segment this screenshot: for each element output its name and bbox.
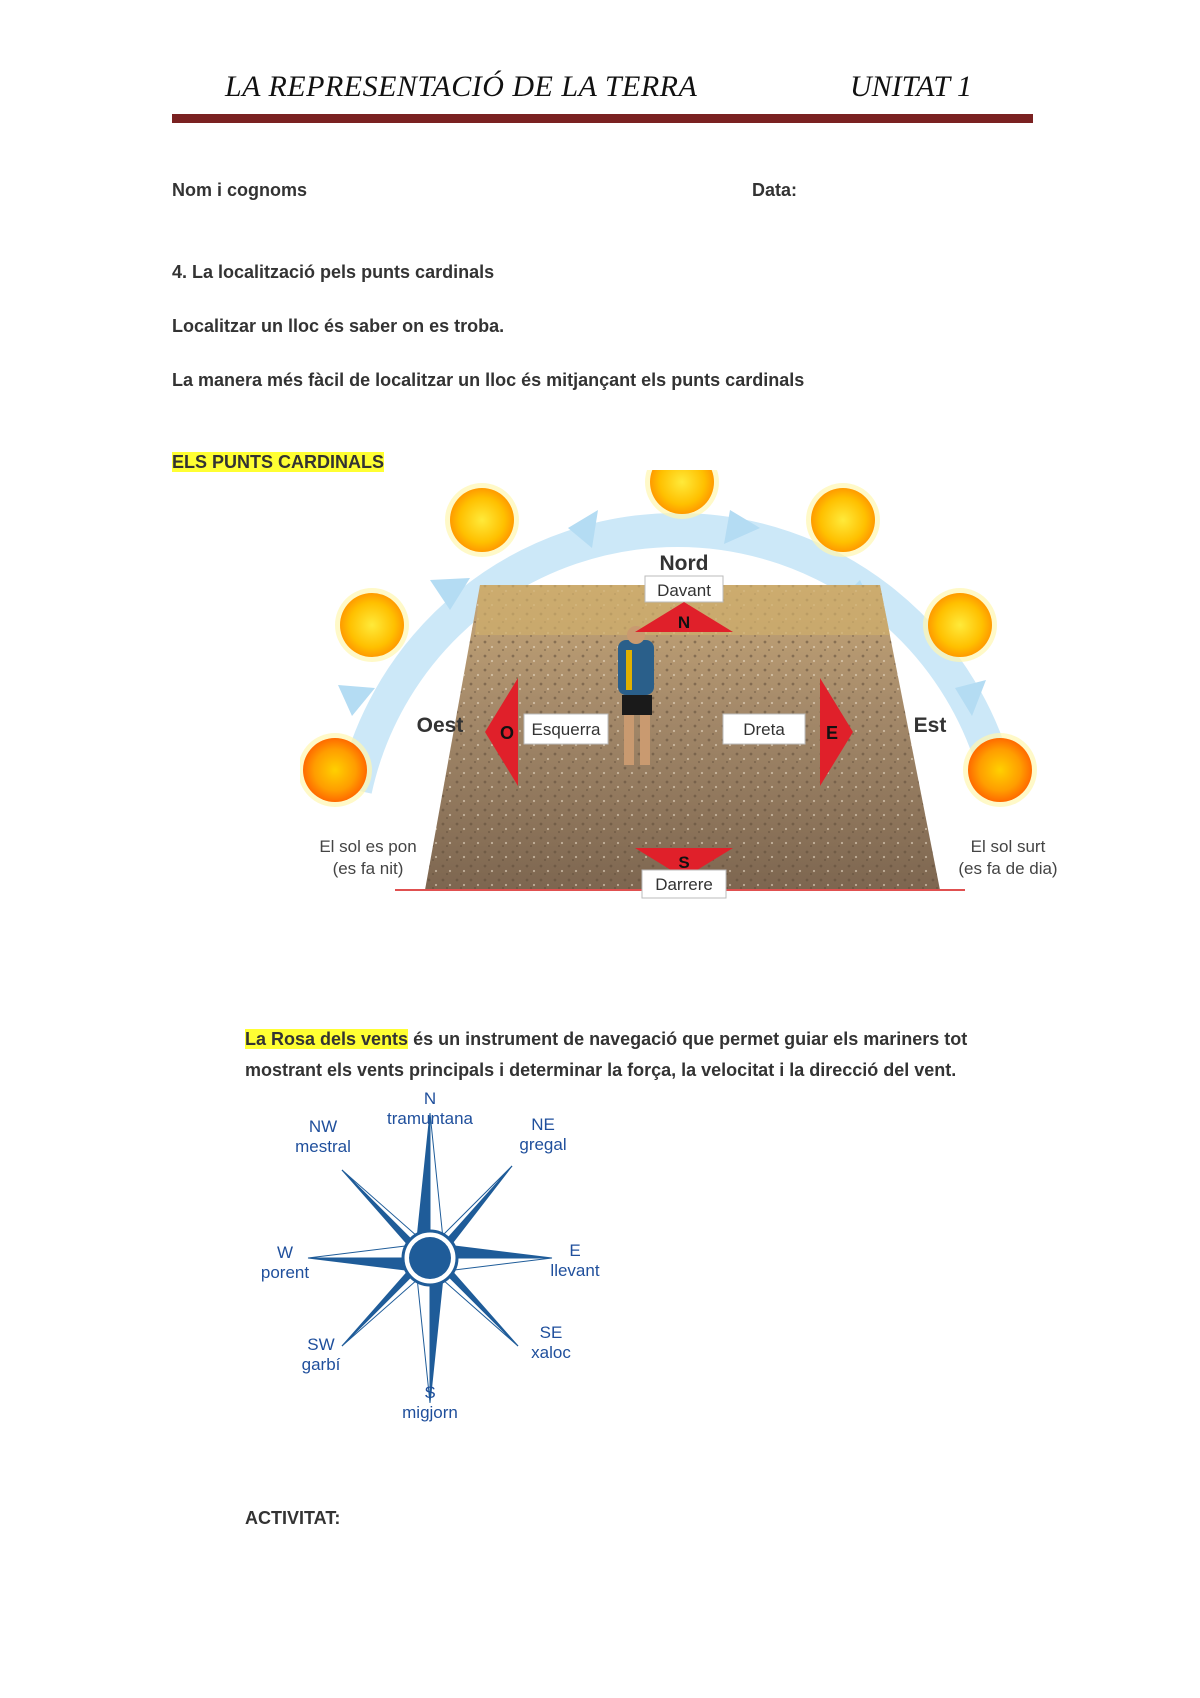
page-title: LA REPRESENTACIÓ DE LA TERRA [225, 70, 698, 103]
rose-n: N [424, 1090, 436, 1108]
sun-icon [450, 488, 514, 552]
compass-rose-figure: N tramuntana NE gregal E llevant SE xalo… [261, 1090, 600, 1422]
rose-w-name: porent [261, 1263, 309, 1282]
o-letter: O [500, 723, 514, 743]
sunrise-caption-1: El sol surt [971, 837, 1046, 856]
rosa-paragraph: La Rosa dels vents és un instrument de n… [245, 1024, 1045, 1086]
compass-rose-icon [307, 1112, 553, 1404]
sunset-caption-1: El sol es pon [319, 837, 416, 856]
rosa-highlight: La Rosa dels vents [245, 1029, 409, 1049]
south-arrow-icon [635, 848, 733, 878]
sun-icon [811, 488, 875, 552]
north-arrow-icon [635, 602, 733, 632]
sunset-caption-2: (es fa nit) [333, 859, 404, 878]
sun-west-icon [303, 738, 367, 802]
oest-label: Oest [417, 714, 464, 737]
rose-n-name: tramuntana [387, 1109, 474, 1128]
n-letter: N [678, 613, 690, 632]
dreta-box [722, 713, 806, 745]
cardinal-heading-wrap: ELS PUNTS CARDINALS [172, 452, 385, 473]
nord-label: Nord [660, 552, 709, 575]
e-letter: E [826, 723, 838, 743]
rose-sw-name: garbí [302, 1355, 341, 1374]
rose-ne: NE [531, 1115, 555, 1134]
rose-e-name: llevant [550, 1261, 599, 1280]
west-arrow-icon [485, 678, 518, 786]
date-label: Data: [752, 180, 798, 200]
rose-se-name: xaloc [531, 1343, 571, 1362]
davant-box [644, 575, 724, 603]
sun-icon [340, 593, 404, 657]
esquerra-box [523, 713, 609, 745]
east-arrow-icon [820, 678, 853, 786]
section-line-2: La manera més fàcil de localitzar un llo… [172, 370, 805, 390]
rosa-text-2: mostrant els vents principals i determin… [245, 1060, 957, 1080]
name-label: Nom i cognoms [172, 180, 308, 200]
dreta-label: Dreta [743, 720, 785, 739]
activity-label: ACTIVITAT: [245, 1508, 341, 1528]
s-letter: S [678, 853, 689, 872]
header-rule [172, 114, 1033, 123]
esquerra-label: Esquerra [532, 720, 602, 739]
rose-nw: NW [309, 1117, 337, 1136]
cardinal-points-illustration: Nord Davant N Oest O Esquerra Dreta E Es… [300, 470, 1058, 899]
section-line-1: Localitzar un lloc és saber on es troba. [172, 316, 505, 336]
sunrise-caption-2: (es fa de dia) [958, 859, 1057, 878]
rosa-text-1: és un instrument de navegació que permet… [408, 1029, 968, 1049]
darrere-label: Darrere [655, 875, 713, 894]
section-heading: 4. La localització pels punts cardinals [172, 262, 495, 282]
darrere-box [641, 869, 727, 899]
davant-label: Davant [657, 581, 711, 600]
sun-path-arc [338, 512, 1017, 794]
sun-east-icon [968, 738, 1032, 802]
rose-sw: SW [307, 1335, 334, 1354]
sun-icon [928, 593, 992, 657]
rose-nw-name: mestral [295, 1137, 351, 1156]
rose-ne-name: gregal [519, 1135, 566, 1154]
rose-se: SE [540, 1323, 563, 1342]
sun-noon-icon [650, 470, 714, 514]
rose-e: E [569, 1241, 580, 1260]
hiker-figure [618, 626, 654, 765]
unit-label: UNITAT 1 [850, 70, 972, 103]
rose-s: S [424, 1383, 435, 1402]
est-label: Est [914, 714, 947, 737]
rose-s-name: migjorn [402, 1403, 458, 1422]
cardinal-heading: ELS PUNTS CARDINALS [172, 452, 385, 472]
rose-w: W [277, 1243, 293, 1262]
